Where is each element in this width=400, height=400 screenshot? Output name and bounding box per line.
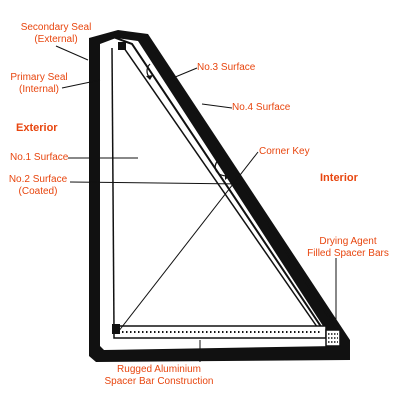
label-no2-surface-line1: No.2 Surface (8, 174, 68, 185)
label-secondary-seal-line1: Secondary Seal (20, 22, 92, 33)
label-spacer-bar-line1: Rugged Aluminium (117, 364, 201, 375)
label-corner-key: Corner Key (259, 146, 310, 157)
label-primary-seal: Primary Seal (Internal) (4, 72, 74, 96)
leader-primary-seal (61, 79, 101, 89)
label-primary-seal-line2: (Internal) (18, 84, 59, 95)
label-no1-surface: No.1 Surface (10, 152, 69, 163)
label-spacer-bar-line2: Spacer Bar Construction (104, 376, 214, 387)
spacer-bar-vertical (111, 47, 115, 331)
leader-secondary-seal (55, 45, 89, 61)
glass-pane (100, 38, 336, 350)
label-no2-surface: No.2 Surface (Coated) (4, 174, 72, 198)
label-spacer-bar: Rugged Aluminium Spacer Bar Construction (84, 364, 234, 388)
no2-surface-arrowhead (225, 172, 230, 180)
label-no2-surface-line2: (Coated) (18, 186, 58, 197)
leader-corner-key (117, 151, 259, 333)
label-exterior: Exterior (16, 122, 58, 134)
label-primary-seal-line1: Primary Seal (10, 72, 68, 83)
label-interior: Interior (320, 172, 358, 184)
label-drying-agent-line2: Filled Spacer Bars (307, 248, 389, 259)
label-secondary-seal: Secondary Seal (External) (4, 22, 108, 46)
spacer-bar-diagonal (123, 47, 323, 335)
leader-no4-surface (201, 103, 233, 109)
label-no4-surface: No.4 Surface (232, 102, 291, 113)
leader-no3-surface (167, 67, 198, 81)
corner-key-top (118, 42, 126, 50)
label-drying-agent: Drying Agent Filled Spacer Bars (300, 236, 396, 260)
corner-key-bottom-left (112, 324, 120, 334)
label-no3-surface: No.3 Surface (197, 62, 256, 73)
label-secondary-seal-line2: (External) (34, 34, 78, 45)
leader-no2-surface (69, 181, 243, 185)
no3-surface-arrowhead (146, 75, 153, 80)
label-drying-agent-line1: Drying Agent (319, 236, 377, 247)
